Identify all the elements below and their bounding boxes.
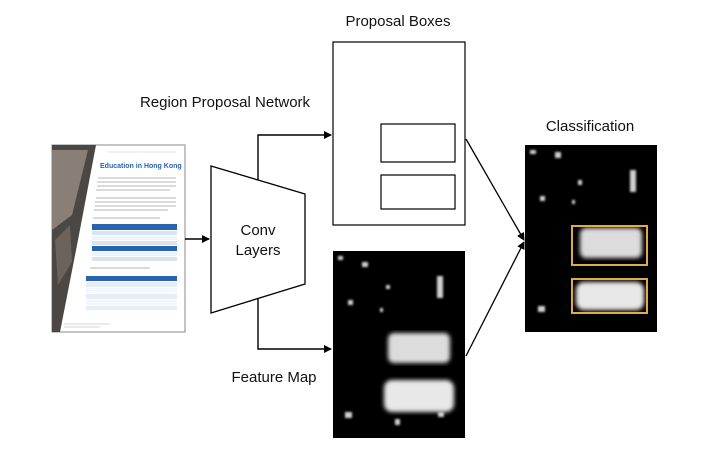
- proposal-boxes-panel: [332, 41, 466, 226]
- feature-blob-2: [384, 380, 454, 412]
- proposal-box-1: [380, 123, 456, 163]
- proposal-boxes-label: Proposal Boxes: [345, 13, 450, 30]
- conv-label-line1: Conv: [240, 222, 276, 239]
- arrow-conv-to-proposals: [257, 131, 332, 180]
- proposal-box-2: [380, 174, 456, 210]
- conv-label-line2: Layers: [235, 242, 280, 259]
- document-table-1: [92, 224, 177, 261]
- conv-layers-block: [210, 165, 306, 314]
- rpn-label: Region Proposal Network: [140, 94, 311, 111]
- feature-map-label: Feature Map: [231, 369, 316, 386]
- classification-label: Classification: [546, 118, 634, 135]
- classification-box-1: [571, 225, 648, 266]
- document-table-2: [86, 276, 177, 310]
- input-document-image: Education in Hong Kong: [51, 144, 186, 333]
- classification-box-2: [571, 278, 648, 314]
- arrow-conv-to-feature-map: [257, 299, 332, 353]
- classification-panel: [525, 145, 657, 332]
- feature-map-panel: [333, 251, 465, 438]
- document-title: Education in Hong Kong: [100, 163, 182, 170]
- arrow-feature-map-to-classification: [465, 241, 525, 357]
- document-text-lines: [93, 177, 176, 219]
- feature-blob-1: [388, 333, 450, 363]
- arrow-proposals-to-classification: [465, 138, 525, 241]
